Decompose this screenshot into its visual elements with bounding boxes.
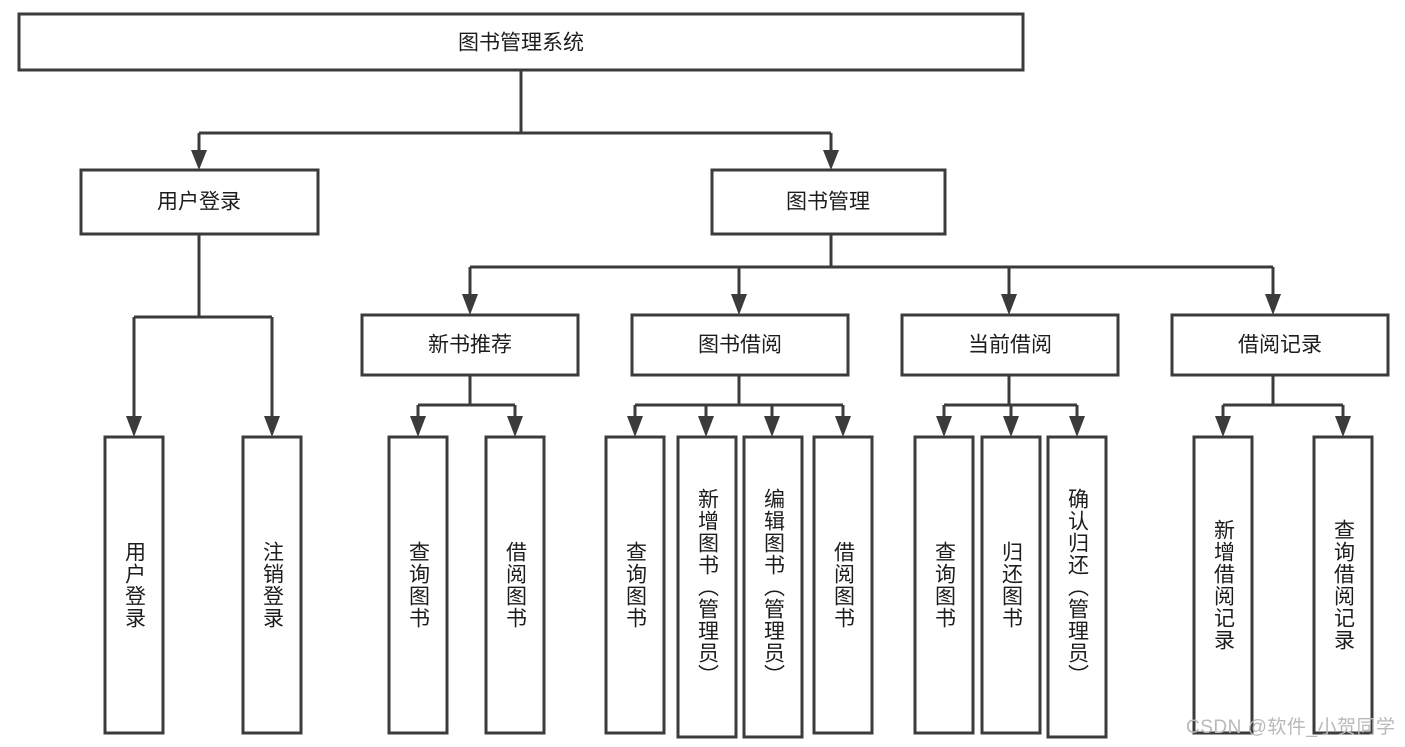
arrow-to-leaf-borrow-book-2 (835, 416, 851, 437)
node-book-borrow[interactable]: 图书借阅 (630, 313, 850, 377)
leaf-confirm-return-box[interactable] (1046, 435, 1108, 739)
arrow-to-leaf-query-book-2 (627, 416, 643, 437)
arrow-to-leaf-query-book-3 (936, 416, 952, 437)
node-new-book-recommend[interactable]: 新书推荐 (360, 313, 580, 377)
node-current-borrow-box[interactable] (900, 313, 1120, 377)
node-root[interactable]: 图书管理系统 (17, 12, 1025, 72)
node-root-box[interactable] (17, 12, 1025, 72)
connectors-user-login-to-leaves (126, 234, 280, 437)
arrow-to-leaf-add-record (1215, 416, 1231, 437)
leaf-edit-book-box[interactable] (742, 435, 804, 739)
leaf-borrow-book-2-box[interactable] (812, 435, 874, 735)
arrow-to-leaf-add-book (698, 416, 714, 437)
leaf-query-book-2-box[interactable] (604, 435, 666, 735)
leaf-add-record-box[interactable] (1192, 435, 1254, 735)
connectors-root-to-tier1 (191, 70, 839, 170)
node-user-login[interactable]: 用户登录 (79, 168, 320, 236)
arrow-to-new-book-recommend (462, 294, 478, 315)
leaf-add-book-box[interactable] (676, 435, 738, 739)
arrow-to-leaf-query-book-1 (410, 416, 426, 437)
connectors-book-borrow-to-leaves (627, 375, 851, 437)
node-book-borrow-box[interactable] (630, 313, 850, 377)
arrow-to-leaf-user-login (126, 416, 142, 437)
connectors-borrow-record-to-leaves (1215, 375, 1351, 437)
arrow-to-book-borrow (731, 294, 747, 315)
leaf-query-record-box[interactable] (1312, 435, 1374, 735)
arrow-to-leaf-query-record (1335, 416, 1351, 437)
connectors-current-borrow-to-leaves (936, 375, 1085, 437)
node-new-book-recommend-box[interactable] (360, 313, 580, 377)
leaf-query-book-3-box[interactable] (913, 435, 975, 735)
node-book-borrow-label: 图书借阅 (698, 334, 782, 357)
node-book-manage-box[interactable] (710, 168, 947, 236)
node-borrow-record-label: 借阅记录 (1238, 334, 1322, 357)
arrow-to-leaf-confirm-return (1069, 416, 1085, 437)
arrow-to-leaf-logout-login (264, 416, 280, 437)
leaf-boxes (103, 435, 1374, 739)
node-root-label: 图书管理系统 (458, 32, 584, 55)
leaf-query-book-1-box[interactable] (387, 435, 449, 735)
arrow-to-current-borrow (1001, 294, 1017, 315)
leaf-logout-login-box[interactable] (241, 435, 303, 735)
csdn-watermark: CSDN @软件_小贺同学 (1186, 717, 1396, 738)
arrow-to-book-manage (823, 150, 839, 170)
connectors-book-manage-to-tier2 (462, 234, 1281, 315)
leaf-borrow-book-1-box[interactable] (484, 435, 546, 735)
arrow-to-leaf-borrow-book-1 (507, 416, 523, 437)
arrow-to-leaf-return-book (1003, 416, 1019, 437)
node-current-borrow[interactable]: 当前借阅 (900, 313, 1120, 377)
arrow-to-user-login (191, 150, 207, 170)
node-current-borrow-label: 当前借阅 (968, 334, 1052, 357)
leaf-user-login-box[interactable] (103, 435, 165, 735)
node-borrow-record-box[interactable] (1170, 313, 1390, 377)
arrow-to-leaf-edit-book (764, 416, 780, 437)
connectors-new-book-recommend-to-leaves (410, 375, 523, 437)
node-user-login-box[interactable] (79, 168, 320, 236)
node-book-manage-label: 图书管理 (786, 191, 870, 214)
node-user-login-label: 用户登录 (157, 191, 241, 214)
node-borrow-record[interactable]: 借阅记录 (1170, 313, 1390, 377)
node-book-manage[interactable]: 图书管理 (710, 168, 947, 236)
leaf-return-book-box[interactable] (980, 435, 1042, 735)
node-new-book-recommend-label: 新书推荐 (428, 334, 512, 357)
arrow-to-borrow-record (1265, 294, 1281, 315)
